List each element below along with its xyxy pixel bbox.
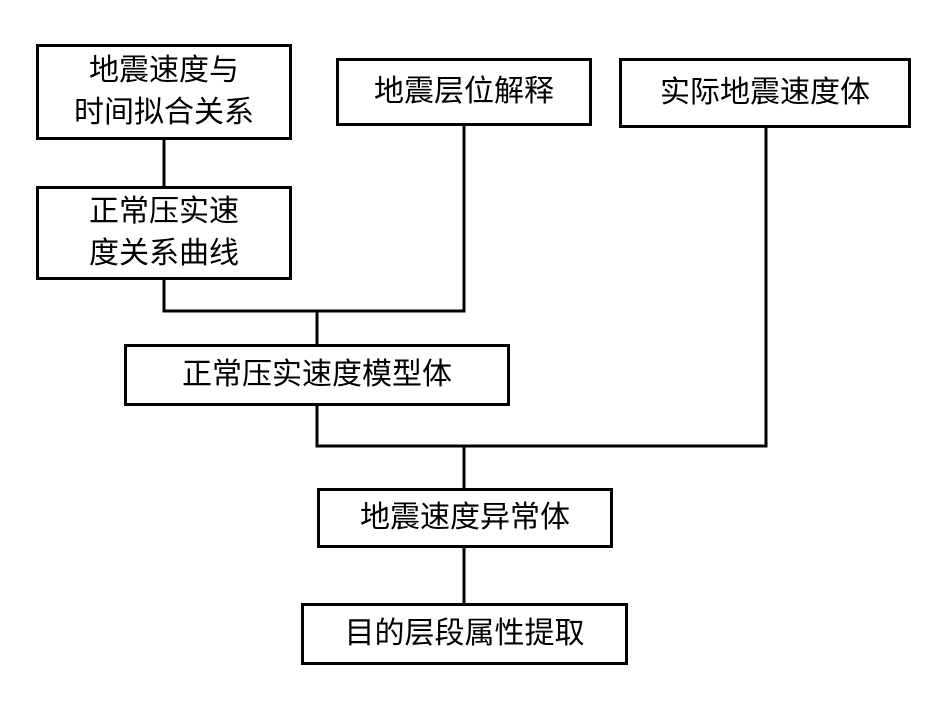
node-velocity-time-fit: 地震速度与 时间拟合关系 — [36, 44, 292, 140]
node-actual-velocity-volume: 实际地震速度体 — [619, 58, 911, 128]
node-normal-pressure-curve: 正常压实速 度关系曲线 — [36, 186, 292, 280]
connector-model-to-merge — [315, 404, 768, 448]
node-normal-pressure-model: 正常压实速度模型体 — [124, 344, 510, 406]
node-horizon-interpretation: 地震层位解释 — [336, 58, 592, 126]
node-target-attribute-extraction: 目的层段属性提取 — [301, 603, 628, 665]
node-velocity-anomaly: 地震速度异常体 — [317, 488, 613, 548]
connector-curve-to-merge — [162, 278, 466, 313]
